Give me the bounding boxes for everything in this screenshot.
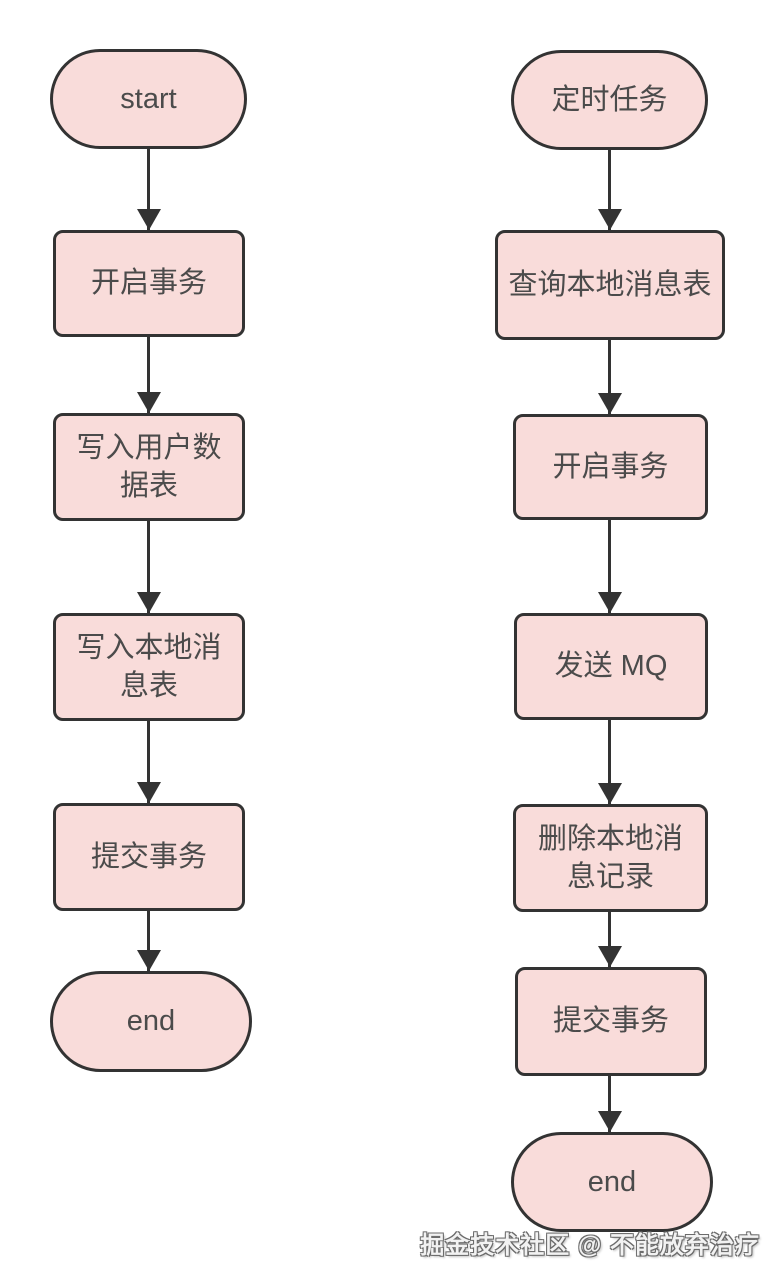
flow-arrow-down-icon	[147, 149, 150, 230]
flow-arrow-down-icon	[147, 521, 150, 613]
flow-arrow-down-icon	[608, 520, 611, 613]
flow-arrow-down-icon	[147, 911, 150, 971]
node-commit-transaction-2: 提交事务	[515, 967, 707, 1076]
flow-arrow-down-icon	[147, 721, 150, 803]
node-send-mq: 发送 MQ	[514, 613, 708, 720]
watermark-text: 掘金技术社区 @ 不能放弃治疗	[420, 1232, 760, 1259]
node-commit-transaction: 提交事务	[53, 803, 245, 911]
flow-arrow-down-icon	[147, 337, 150, 413]
node-end: end	[50, 971, 252, 1072]
node-scheduled-task: 定时任务	[511, 50, 708, 150]
node-start: start	[50, 49, 247, 149]
node-open-transaction-2: 开启事务	[513, 414, 708, 520]
flow-arrow-down-icon	[608, 720, 611, 804]
flow-arrow-down-icon	[608, 150, 611, 230]
node-write-user-data-table: 写入用户数 据表	[53, 413, 245, 521]
node-write-local-message-table: 写入本地消 息表	[53, 613, 245, 721]
flow-arrow-down-icon	[608, 1076, 611, 1132]
node-query-local-message-table: 查询本地消息表	[495, 230, 725, 340]
flow-arrow-down-icon	[608, 912, 611, 967]
flow-arrow-down-icon	[608, 340, 611, 414]
node-delete-local-message-record: 删除本地消 息记录	[513, 804, 708, 912]
node-open-transaction: 开启事务	[53, 230, 245, 337]
node-end-2: end	[511, 1132, 713, 1232]
